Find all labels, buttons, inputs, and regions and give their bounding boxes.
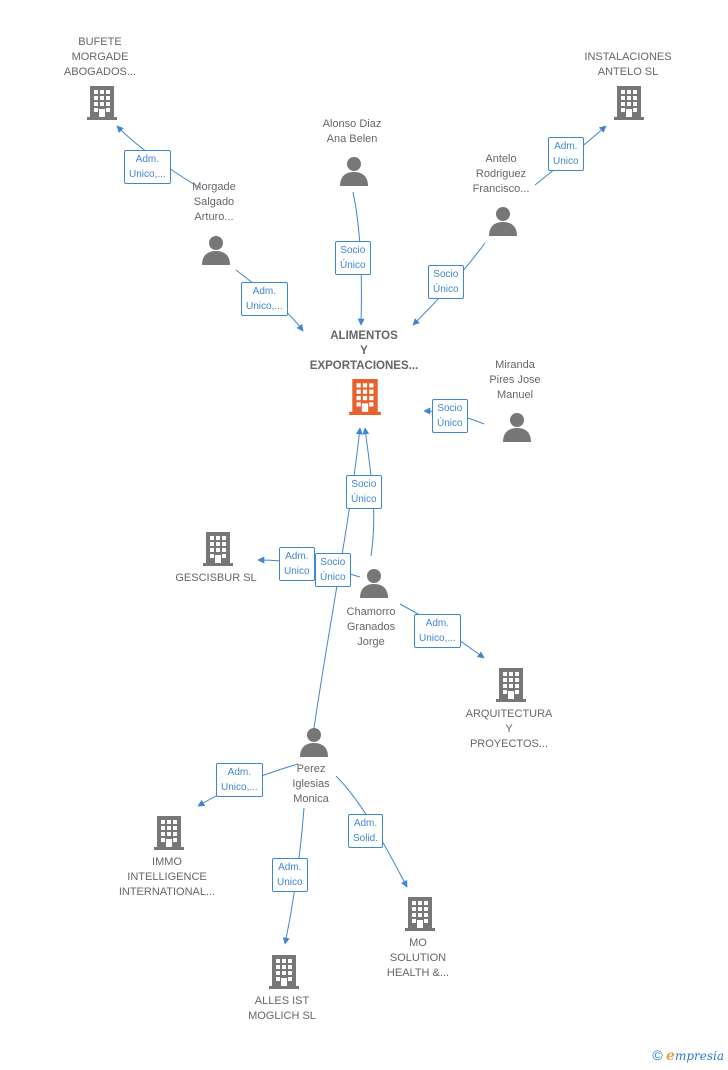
node-perez-label[interactable]: Perez Iglesias Monica xyxy=(292,763,330,805)
building-icon xyxy=(269,955,299,989)
node-bufete-label[interactable]: BUFETE MORGADE ABOGADOS... xyxy=(63,36,137,78)
edge-label-chamorro-gescisbur[interactable]: Adm.Unico xyxy=(279,547,315,581)
copyright-symbol: © xyxy=(652,1047,663,1063)
brand-footer[interactable]: © empresia xyxy=(652,1047,724,1064)
node-alonso-label[interactable]: Alonso Diaz Ana Belen xyxy=(322,118,382,145)
person-icon xyxy=(360,569,388,598)
building-icon xyxy=(496,668,526,702)
node-instalaciones-label[interactable]: INSTALACIONES ANTELO SL xyxy=(584,51,672,78)
building-icon xyxy=(405,897,435,931)
person-icon xyxy=(300,728,328,757)
building-icon xyxy=(154,816,184,850)
node-immo-label[interactable]: IMMO INTELLIGENCE INTERNATIONAL... xyxy=(118,856,216,898)
node-gescisbur-label[interactable]: GESCISBUR SL xyxy=(175,572,257,584)
node-mo-solution-label[interactable]: MO SOLUTION HEALTH &... xyxy=(386,937,450,979)
person-icon xyxy=(503,413,531,442)
node-alles-label[interactable]: ALLES IST MOGLICH SL xyxy=(248,995,316,1022)
node-antelo-label[interactable]: Antelo Rodriguez Francisco... xyxy=(472,153,530,195)
edge-label-morgade-bufete[interactable]: Adm.Unico,... xyxy=(124,150,171,184)
node-morgade-label[interactable]: Morgade Salgado Arturo... xyxy=(192,181,236,223)
person-icon xyxy=(202,236,230,265)
main-company-icon xyxy=(349,379,381,415)
brand-logo-initial: e xyxy=(666,1048,675,1064)
edge-label-perez-mo[interactable]: Adm.Solid. xyxy=(348,814,384,848)
edge-label-antelo-inst[interactable]: Adm.Unico xyxy=(548,137,584,171)
edge-label-morgade-main[interactable]: Adm.Unico,... xyxy=(241,282,288,316)
edge-label-perez-alles[interactable]: Adm.Unico xyxy=(272,858,308,892)
person-icon xyxy=(489,207,517,236)
brand-logo-text: mpresia xyxy=(674,1049,724,1063)
building-icon xyxy=(614,86,644,120)
node-arquitectura-label[interactable]: ARQUITECTURA Y PROYECTOS... xyxy=(465,708,553,750)
edge-label-perez-immo[interactable]: Adm.Unico,... xyxy=(216,763,263,797)
node-chamorro-label[interactable]: Chamorro Granados Jorge xyxy=(346,606,396,648)
edge-label-chamorro-arq[interactable]: Adm.Unico,... xyxy=(414,614,461,648)
person-icon xyxy=(340,157,368,186)
main-company-label[interactable]: ALIMENTOS Y EXPORTACIONES... xyxy=(309,330,419,372)
building-icon xyxy=(203,532,233,566)
building-icon xyxy=(87,86,117,120)
node-miranda-label[interactable]: Miranda Pires Jose Manuel xyxy=(489,359,541,401)
